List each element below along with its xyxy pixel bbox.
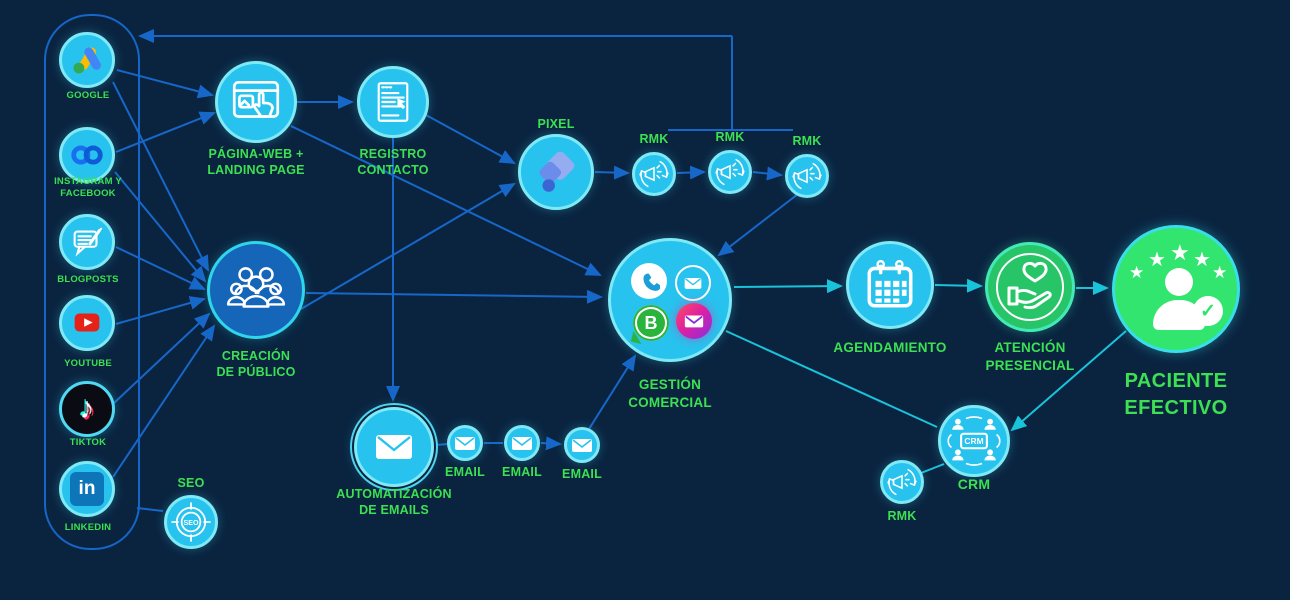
agendamiento-node bbox=[846, 241, 934, 329]
rmk-node-1 bbox=[632, 152, 676, 196]
label-rmk-3: RMK bbox=[792, 134, 822, 148]
svg-text:SEO: SEO bbox=[183, 519, 198, 527]
automatizacion-node bbox=[354, 407, 434, 487]
label-rmk-bottom: RMK bbox=[887, 509, 917, 523]
check-badge-icon: ✓ bbox=[1193, 296, 1223, 326]
arrow-rmk1-to-rmk2 bbox=[676, 165, 706, 180]
registro-node bbox=[357, 66, 429, 138]
label-paciente: PACIENTE EFECTIVO bbox=[1124, 370, 1228, 419]
label-email-2: EMAIL bbox=[502, 465, 542, 479]
gestion-comercial-node: B bbox=[608, 238, 732, 362]
email-node-3 bbox=[564, 427, 600, 463]
calendar-icon bbox=[867, 259, 913, 308]
arrow-pixel-to-rmk1 bbox=[594, 165, 630, 180]
paciente-efectivo-node: ★ ★ ★ ★ ★ ✓ bbox=[1112, 225, 1240, 353]
gradient-mail-icon bbox=[676, 303, 712, 339]
remarketing-icon bbox=[792, 162, 822, 190]
google-ads-icon bbox=[73, 47, 101, 74]
envelope-icon bbox=[572, 439, 592, 452]
label-pixel: PIXEL bbox=[537, 117, 575, 131]
label-tiktok: TIKTOK bbox=[69, 437, 107, 448]
envelope-icon bbox=[512, 437, 532, 450]
star-icon: ★ bbox=[1129, 263, 1145, 282]
youtube-node bbox=[59, 295, 115, 351]
crm-icon: CRM bbox=[947, 416, 1001, 466]
label-instagram-facebook: INSTAGRAM Y FACEBOOK bbox=[54, 176, 122, 199]
pagina-web-node bbox=[215, 61, 297, 143]
big-envelope-icon bbox=[376, 435, 412, 459]
label-google: GOOGLE bbox=[66, 90, 110, 101]
star-icon: ★ bbox=[1148, 249, 1166, 271]
svg-text:CRM: CRM bbox=[964, 436, 983, 446]
arrow-email2-to-email3 bbox=[540, 436, 562, 451]
label-linkedin: LINKEDIN bbox=[64, 522, 112, 533]
label-blogposts: BLOGPOSTS bbox=[57, 274, 119, 285]
label-agendamiento: AGENDAMIENTO bbox=[833, 340, 947, 355]
label-seo: SEO bbox=[177, 476, 205, 490]
meta-node bbox=[59, 127, 115, 183]
google-ads-node bbox=[59, 32, 115, 88]
line-crm-to-rmk bbox=[920, 463, 945, 474]
label-automatizacion: AUTOMATIZACIÓN DE EMAILS bbox=[336, 487, 452, 518]
linkedin-icon: in bbox=[70, 472, 104, 506]
tiktok-icon: ♪ bbox=[79, 392, 95, 425]
rmk-node-bottom bbox=[880, 460, 924, 504]
patient-head bbox=[1165, 268, 1193, 296]
linkedin-node: in bbox=[59, 461, 115, 517]
seo-node: SEO bbox=[164, 495, 218, 549]
label-youtube: YOUTUBE bbox=[64, 358, 112, 369]
label-atencion: ATENCIÓN PRESENCIAL bbox=[985, 340, 1075, 373]
arrow-rmk2-to-rmk3 bbox=[752, 166, 783, 181]
atencion-node bbox=[985, 242, 1075, 332]
blogposts-node bbox=[59, 214, 115, 270]
crm-node: CRM bbox=[938, 405, 1010, 477]
blogpost-icon bbox=[73, 227, 103, 257]
remarketing-icon bbox=[639, 160, 669, 188]
contact-form-icon bbox=[377, 82, 409, 122]
meta-infinity-icon bbox=[71, 145, 103, 165]
remarketing-icon bbox=[715, 158, 745, 186]
label-gestion: GESTIÓN COMERCIAL bbox=[628, 377, 712, 410]
label-rmk-2: RMK bbox=[715, 130, 745, 144]
star-icon: ★ bbox=[1170, 240, 1190, 265]
seo-target-icon: SEO bbox=[171, 502, 211, 542]
pixel-node bbox=[518, 134, 594, 210]
label-rmk-1: RMK bbox=[639, 132, 669, 146]
tiktok-node: ♪ bbox=[59, 381, 115, 437]
envelope-icon bbox=[455, 437, 475, 450]
audience-people-icon bbox=[226, 267, 286, 308]
whatsapp-business-icon: B bbox=[633, 305, 669, 341]
label-creacion: CREACIÓN DE PÚBLICO bbox=[216, 349, 296, 380]
webpage-click-icon bbox=[232, 80, 280, 118]
star-icon: ★ bbox=[1193, 249, 1211, 271]
arrow-creacion-to-gestion bbox=[305, 289, 603, 304]
phone-icon bbox=[631, 263, 667, 299]
star-icon: ★ bbox=[1212, 263, 1228, 282]
arrow-rmk3-to-gestion bbox=[717, 193, 799, 257]
email-node-1 bbox=[447, 425, 483, 461]
line-sidebar-to-seo bbox=[136, 507, 164, 512]
hand-heart-icon bbox=[996, 253, 1064, 321]
remarketing-icon bbox=[887, 468, 917, 496]
rmk-node-3 bbox=[785, 154, 829, 198]
label-registro: REGISTRO CONTACTO bbox=[357, 147, 429, 178]
arrow-agendamiento-to-atencion bbox=[934, 278, 983, 293]
youtube-icon bbox=[74, 313, 100, 332]
rmk-node-2 bbox=[708, 150, 752, 194]
label-email-1: EMAIL bbox=[445, 465, 485, 479]
email-node-2 bbox=[504, 425, 540, 461]
label-email-3: EMAIL bbox=[562, 467, 602, 481]
email-app-icon bbox=[675, 265, 711, 301]
arrow-creacion-to-pixel bbox=[300, 182, 516, 310]
arrow-gestion-to-agendamiento bbox=[733, 279, 843, 294]
label-crm: CRM bbox=[957, 476, 991, 492]
pixel-tag-icon bbox=[539, 151, 575, 192]
label-pagina-web: PÁGINA-WEB + LANDING PAGE bbox=[207, 147, 305, 178]
creacion-publico-node bbox=[207, 241, 305, 339]
